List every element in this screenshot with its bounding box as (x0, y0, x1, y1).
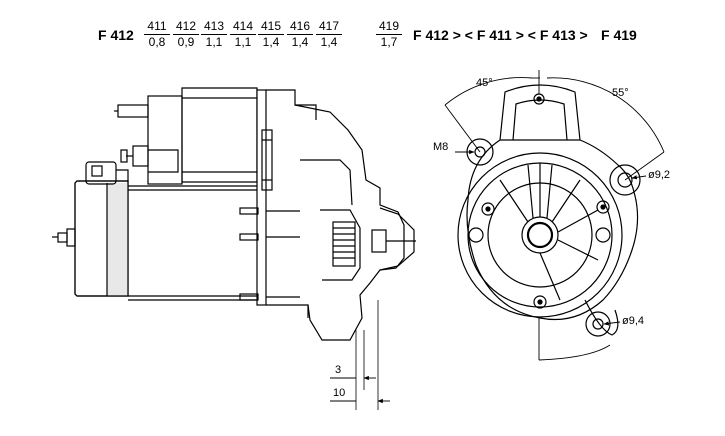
hole-94-leader (603, 321, 621, 326)
terminal-block (85, 161, 129, 185)
offset-10-label: 10 (333, 387, 345, 399)
variant-value: 1,7 (380, 35, 398, 49)
variant-code: 412 (173, 20, 199, 35)
mounting-flange (256, 89, 317, 318)
variant-419: 419 1,7 (376, 20, 402, 49)
top-lug (499, 84, 581, 141)
angle-45-arc (444, 77, 533, 106)
variant-value: 1,1 (234, 35, 252, 49)
side-view (52, 87, 416, 410)
lower-arc (538, 344, 611, 361)
variant-value: 1,1 (205, 35, 223, 49)
base-model-label: F 412 (98, 27, 134, 43)
motor-housing (74, 180, 259, 301)
flange-outline (466, 139, 639, 321)
variant-414: 414 1,1 (230, 20, 256, 49)
hole-92-label: ø9,2 (648, 169, 670, 181)
lower-mount-hole (592, 318, 604, 330)
offset-3-label: 3 (335, 364, 341, 376)
angle-45-label: 45° (476, 77, 493, 89)
thread-m8-label: M8 (433, 141, 448, 153)
offset-dimensions (330, 375, 390, 404)
rear-terminal-stud (52, 228, 76, 247)
variant-value: 1,4 (320, 35, 338, 49)
variant-411: 411 0,8 (144, 20, 170, 49)
equivalence-label: F 412 > < F 411 > < F 413 > (413, 27, 588, 43)
right-mount-ear (609, 164, 641, 196)
variant-415: 415 1,4 (258, 20, 284, 49)
variant-code: 411 (144, 20, 170, 35)
variant-413: 413 1,1 (201, 20, 227, 49)
variant-code: 419 (376, 20, 402, 35)
angle-dimensions (444, 70, 665, 361)
left-mount-hole (474, 146, 486, 158)
variant-value: 0,9 (177, 35, 195, 49)
variant-code: 415 (258, 20, 284, 35)
hole-92-leader (631, 175, 647, 180)
right-mount-hole (617, 172, 633, 188)
last-model-label: F 419 (601, 27, 637, 43)
variant-code: 417 (316, 20, 342, 35)
variant-value: 0,8 (148, 35, 166, 49)
variant-412: 412 0,9 (173, 20, 199, 49)
hole-94-label: ø9,4 (622, 315, 644, 327)
variant-417: 417 1,4 (316, 20, 342, 49)
variant-code: 414 (230, 20, 256, 35)
solenoid (114, 87, 258, 185)
front-view (457, 84, 641, 337)
through-bolts (239, 207, 300, 301)
variant-value: 1,4 (262, 35, 280, 49)
variant-code: 416 (287, 20, 313, 35)
drive-end-housing (294, 104, 416, 341)
variant-416: 416 1,4 (287, 20, 313, 49)
variant-value: 1,4 (291, 35, 309, 49)
angle-55-label: 55° (612, 87, 629, 99)
variant-code: 413 (201, 20, 227, 35)
lower-mount-ear (584, 299, 619, 336)
angle-55-arc (546, 77, 665, 153)
